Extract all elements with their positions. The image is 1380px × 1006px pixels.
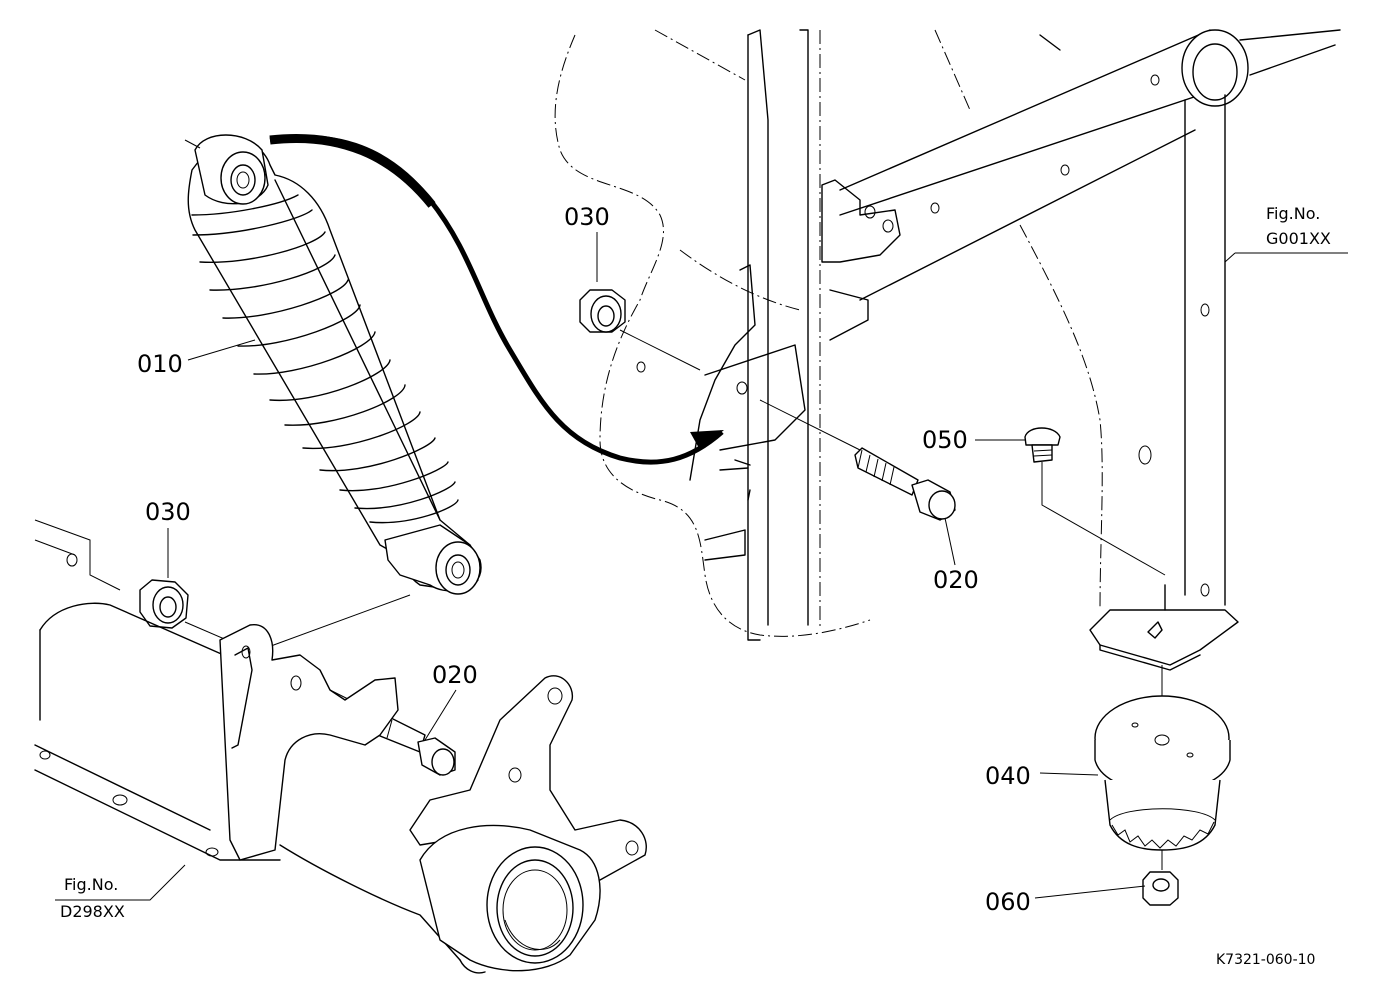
callout-nut-upper: 030: [564, 203, 610, 231]
callout-flange-nut: 060: [985, 888, 1031, 916]
callout-nut-lower: 030: [145, 498, 191, 526]
frame-phantom: [554, 29, 1103, 637]
bolt-upper: [854, 447, 956, 521]
curved-arrow-icon: [269, 133, 724, 465]
callout-bolt-lower: 020: [432, 661, 478, 689]
fig-ref-upper-code: G001XX: [1266, 229, 1331, 248]
callout-rubber-mount: 040: [985, 762, 1031, 790]
nut-lower: [139, 579, 189, 629]
shock-absorber: [184, 134, 482, 595]
carriage-bolt: [1024, 427, 1166, 576]
nut-upper: [579, 289, 626, 333]
rubber-mount: [1094, 665, 1231, 870]
fig-ref-upper-prefix: Fig.No.: [1266, 204, 1320, 223]
leader-lines: [55, 232, 1348, 901]
axis-line-lower-shock: [259, 594, 411, 651]
axis-line-upper-nut: [619, 329, 701, 371]
frame-beams: [636, 29, 1341, 641]
mount-plate: [1089, 584, 1239, 671]
callout-shock-absorber: 010: [137, 350, 183, 378]
axle-housing: [34, 519, 647, 974]
fig-ref-lower-code: D298XX: [60, 902, 125, 921]
axis-line-upper-bolt: [759, 399, 861, 451]
diagram-code: K7321-060-10: [1216, 952, 1315, 968]
fig-ref-lower-prefix: Fig.No.: [64, 875, 118, 894]
flange-nut: [1142, 871, 1179, 906]
callout-bolt-upper: 020: [933, 566, 979, 594]
callout-carriage-bolt: 050: [922, 426, 968, 454]
